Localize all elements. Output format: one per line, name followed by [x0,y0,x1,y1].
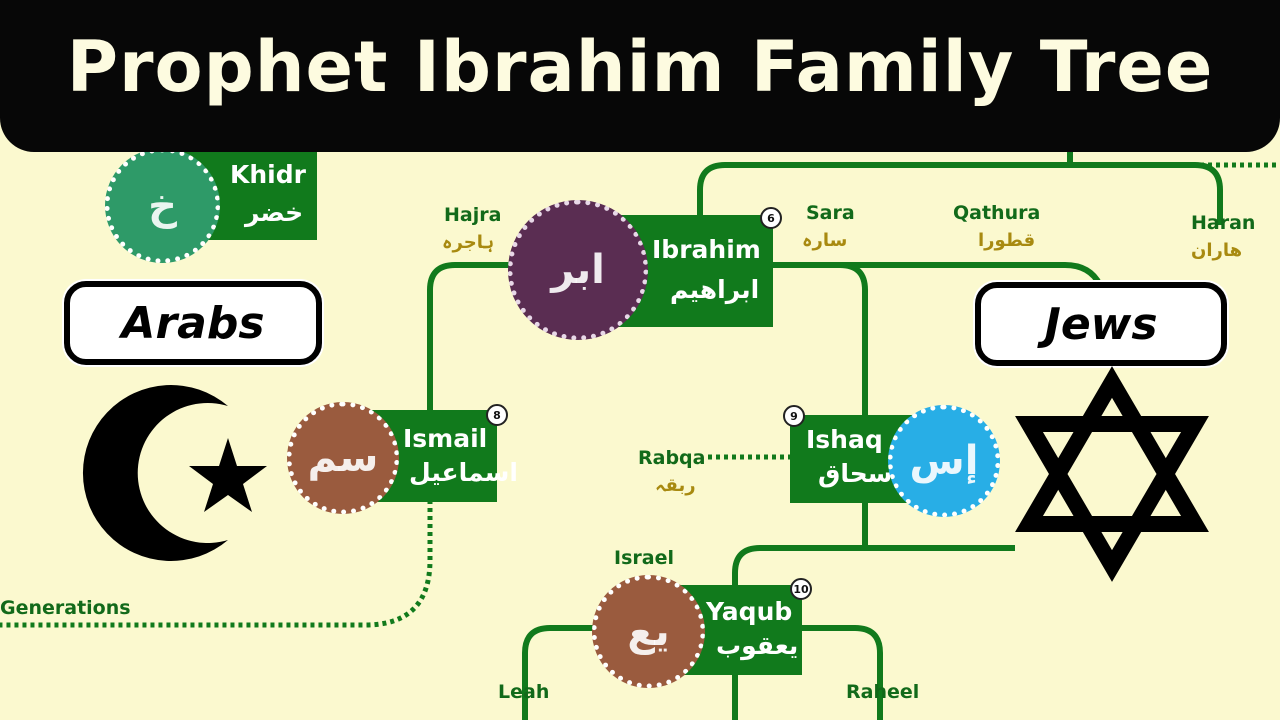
ishaq-number-badge: 9 [783,405,805,427]
star-of-david-icon [1015,366,1209,582]
group-arabs-label: Arabs [121,297,265,349]
ismail-number-badge: 8 [486,404,508,426]
yaqub-seal-icon: يع [592,575,705,688]
khidr-seal-icon: خ [105,148,220,263]
khidr-name: Khidr [230,160,306,189]
label-sara-arabic: سارہ [802,230,848,251]
line-ibrahim-ismail [427,262,520,415]
yaqub-number-badge: 10 [790,578,812,600]
ibrahim-seal-icon: ابر [508,200,648,340]
ibrahim-name-arabic: ابراهيم [670,275,760,304]
group-jews-label: Jews [1044,298,1158,350]
line-ismail-generations [0,500,433,628]
crescent-and-star-icon [82,385,267,561]
yaqub-name-arabic: يعقوب [716,631,799,660]
label-hajra-arabic: ہاجرہ [442,232,495,253]
yaqub-name: Yaqub [706,597,793,626]
label-hajra: Hajra [444,204,502,226]
title-bar: Prophet Ibrahim Family Tree [0,0,1280,152]
ishaq-name: Ishaq [806,425,883,454]
label-haran-arabic: ھاران [1191,240,1243,261]
ishaq-seal-icon: إس [888,405,1000,517]
line-yaqub-leah [522,625,600,720]
line-ibrahim-ishaq [770,262,868,415]
label-raheel: Raheel [846,681,920,703]
label-rabqa: Rabqa [638,447,706,469]
ismail-name-arabic: اسماعيل [409,458,518,487]
khidr-name-arabic: خضر [245,198,304,227]
ibrahim-name: Ibrahim [652,235,761,264]
label-generations: Generations [0,597,131,619]
label-haran: Haran [1191,212,1256,234]
line-ibrahim-right [770,262,1103,287]
line-top-branch [697,162,1223,225]
line-yaqub-branch [732,545,1015,720]
ibrahim-number-badge: 6 [760,207,782,229]
group-jews-pill: Jews [975,282,1227,366]
label-leah: Leah [498,681,550,703]
ishaq-name-arabic: اسحاق [818,459,901,488]
ismail-name: Ismail [403,424,488,453]
label-rabqa-arabic: ربقہ [655,475,696,496]
label-israel: Israel [614,547,674,569]
ismail-seal-icon: سم [287,402,399,514]
label-qathura-arabic: قطورا [978,230,1036,251]
group-arabs-pill: Arabs [64,281,322,365]
page-title: Prophet Ibrahim Family Tree [66,26,1214,108]
line-yaqub-raheel [790,625,883,720]
label-qathura: Qathura [953,202,1041,224]
label-sara: Sara [806,202,855,224]
